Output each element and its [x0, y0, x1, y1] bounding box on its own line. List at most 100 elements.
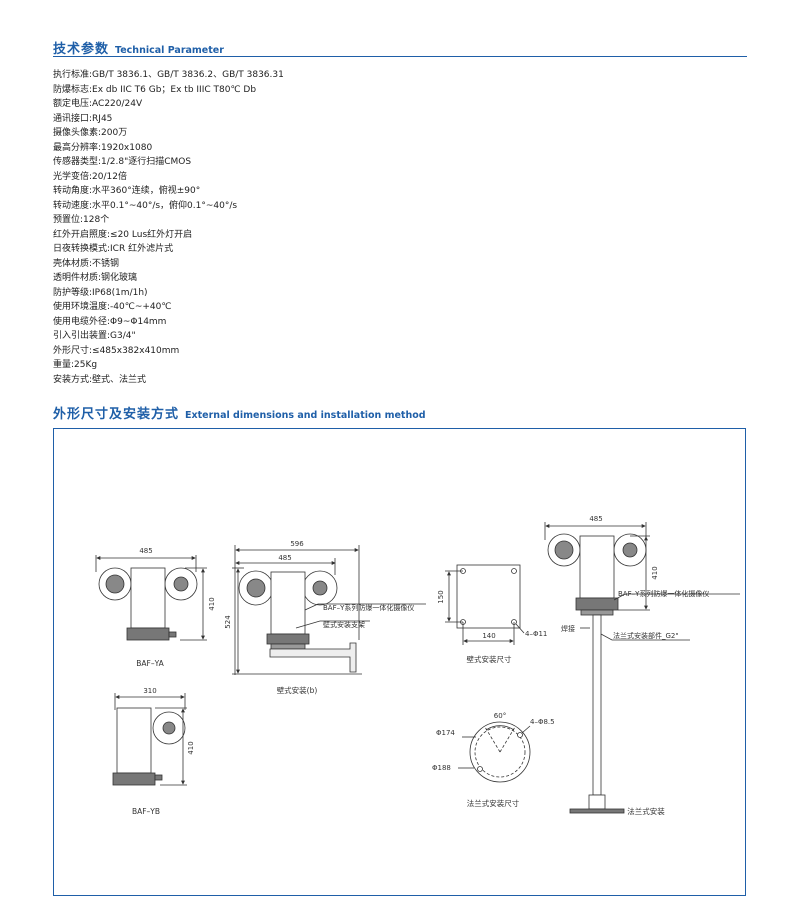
dim-title-cn: 外形尺寸及安装方式	[53, 407, 180, 422]
wall-series-leader	[304, 603, 426, 611]
pole-lens-left-inner	[554, 540, 574, 560]
baf-yb-body	[116, 707, 152, 774]
pole-part-leader	[600, 633, 690, 641]
flange-hole-1	[517, 732, 523, 738]
flange-hole-leader	[521, 725, 531, 734]
baf-ya-base	[126, 627, 170, 641]
param-presets: 预置位:128个	[53, 215, 110, 225]
baf-yb-gland	[154, 774, 163, 781]
baf-yb-lens-inner	[162, 721, 176, 735]
flange-caption: 法兰式安装尺寸	[467, 798, 520, 808]
param-ex-mark: 防爆标志:Ex db IIC T6 Gb；Ex tb IIIC T80℃ Db	[53, 84, 257, 95]
parameter-list: 执行标准:GB/T 3836.1、GB/T 3836.2、GB/T 3836.3…	[53, 68, 284, 387]
pole-column	[592, 614, 602, 796]
pole-mount-drawing	[544, 522, 740, 814]
baf-ya-height-label: 410	[208, 597, 216, 610]
wall-caption: 壁式安装(b)	[277, 685, 318, 695]
param-voltage: 额定电压:AC220/24V	[53, 99, 143, 109]
wall-bracket	[269, 642, 357, 673]
pole-series-leader	[613, 593, 740, 601]
param-cable: 使用电缆外径:Φ9~Φ14mm	[53, 316, 167, 327]
param-pixels: 摄像头像素:200万	[53, 128, 128, 138]
param-housing: 壳体材质:不锈钢	[53, 258, 120, 269]
flange-bolt-circle	[474, 726, 526, 778]
flange-angle-label: 60°	[494, 712, 506, 720]
dim-section-heading: 外形尺寸及安装方式 External dimensions and instal…	[53, 403, 426, 422]
wall-width-label: 485	[278, 554, 291, 562]
param-interface: 通讯接口:RJ45	[53, 113, 113, 124]
param-weight: 重量:25Kg	[53, 360, 98, 370]
wall-plate-hole-tr	[511, 568, 517, 574]
flange-inner-diameter: Φ174	[436, 729, 455, 737]
param-temperature: 使用环境温度:-40℃~+40℃	[53, 302, 172, 312]
baf-yb-height-label: 410	[187, 741, 195, 754]
pole-camera-base	[575, 597, 619, 611]
param-protection: 防护等级:IP68(1m/1h)	[53, 287, 148, 298]
param-ir-illuminance: 红外开启照度:≤20 Lus红外灯开启	[53, 229, 193, 240]
baf-ya-width-label: 485	[139, 547, 152, 555]
pole-camera-body	[579, 535, 615, 599]
pole-height-label: 410	[651, 566, 659, 579]
wall-bracket-leader	[295, 620, 370, 629]
flange-outer-diameter: Φ188	[432, 764, 451, 772]
wall-plate-height-label: 150	[437, 590, 445, 603]
baf-ya-body	[130, 567, 166, 629]
param-entry: 引入引出装置:G3/4"	[53, 331, 136, 341]
pole-weld-label: 焊接	[561, 624, 575, 633]
pole-caption: 法兰式安装	[627, 806, 665, 816]
wall-plate-caption: 壁式安装尺寸	[467, 654, 512, 664]
baf-ya-lens-right-inner	[173, 576, 189, 592]
pole-base-plate	[569, 808, 625, 814]
param-window: 透明件材质:钢化玻璃	[53, 273, 138, 283]
param-mounting: 安装方式:壁式、法兰式	[53, 374, 147, 385]
pole-flange-plate	[580, 609, 614, 616]
tech-section-heading: 技术参数 Technical Parameter	[53, 38, 224, 57]
pole-foot	[588, 794, 606, 810]
flange-angle-arc	[485, 725, 515, 731]
tech-title-en: Technical Parameter	[115, 45, 224, 56]
param-zoom: 光学变倍:20/12倍	[53, 171, 127, 182]
wall-bracket-callout: 壁式安装支架	[323, 620, 365, 629]
baf-yb-base	[112, 772, 156, 786]
wall-lens-right-inner	[312, 580, 328, 596]
baf-ya-gland	[168, 631, 177, 638]
param-standard: 执行标准:GB/T 3836.1、GB/T 3836.2、GB/T 3836.3…	[53, 70, 284, 80]
dim-title-en: External dimensions and installation met…	[185, 410, 426, 421]
tech-section-rule	[53, 56, 747, 57]
param-day-night: 日夜转换模式:ICR 红外滤片式	[53, 244, 174, 254]
param-rotation-angle: 转动角度:水平360°连续，俯视±90°	[53, 186, 201, 196]
flange-hole-2	[477, 766, 483, 772]
param-dimensions: 外形尺寸:≤485x382x410mm	[53, 345, 180, 356]
wall-camera-body	[270, 571, 306, 635]
baf-yb-model-label: BAF–YB	[132, 807, 160, 816]
pole-lens-right-inner	[622, 542, 638, 558]
wall-plate-hole-leader	[515, 623, 525, 634]
wall-mount-drawing	[232, 545, 426, 675]
wall-plate-holes-label: 4–Φ11	[525, 630, 547, 638]
tech-title-cn: 技术参数	[53, 42, 110, 57]
drawing-frame	[53, 428, 746, 896]
pole-part-label: 法兰式安装部件_G2"	[613, 631, 679, 640]
param-rotation-speed: 转动速度:水平0.1°~40°/s，俯仰0.1°~40°/s	[53, 200, 238, 211]
baf-ya-drawing	[95, 555, 207, 641]
wall-camera-flange	[270, 643, 306, 650]
wall-lens-left-inner	[246, 578, 266, 598]
pole-series-callout: BAF–Y系列防爆一体化摄像仪	[618, 589, 709, 598]
baf-ya-model-label: BAF–YA	[136, 659, 164, 668]
wall-plate	[456, 564, 521, 629]
param-resolution: 最高分辨率:1920x1080	[53, 142, 153, 153]
wall-plate-drawing	[445, 564, 525, 645]
baf-ya-lens-left-inner	[105, 574, 125, 594]
baf-yb-width-label: 310	[143, 687, 156, 695]
wall-height-label: 524	[224, 615, 232, 629]
wall-camera-base	[266, 633, 310, 645]
wall-plate-width-label: 140	[482, 632, 495, 640]
flange-holes-label: 4–Φ8.5	[530, 718, 555, 726]
pole-width-label: 485	[589, 515, 602, 523]
wall-series-callout: BAF–Y系列防爆一体化摄像仪	[323, 603, 414, 612]
baf-yb-drawing	[112, 693, 187, 786]
flange-drawing	[458, 721, 531, 783]
param-sensor: 传感器类型:1/2.8"逐行扫描CMOS	[53, 157, 192, 167]
wall-overall-label: 596	[290, 540, 304, 548]
